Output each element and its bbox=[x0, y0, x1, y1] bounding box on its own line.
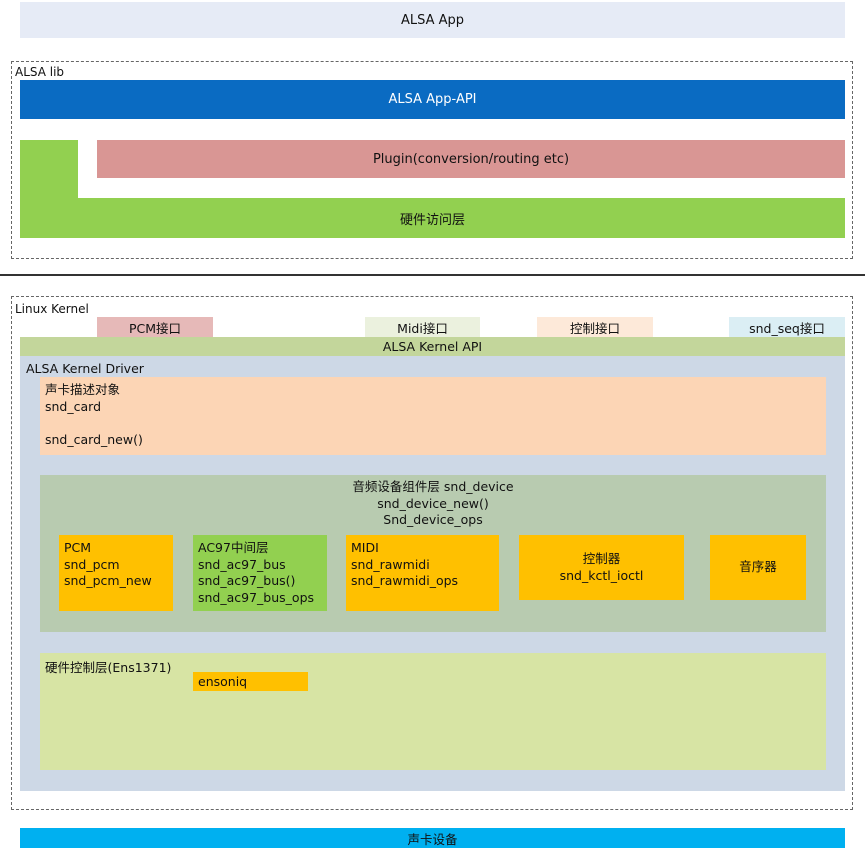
linux-kernel-frame bbox=[11, 296, 853, 810]
plugin-label: Plugin(conversion/routing etc) bbox=[372, 151, 570, 167]
ac97-component: AC97中间层 snd_ac97_bus snd_ac97_bus() snd_… bbox=[193, 535, 327, 611]
control-component: 控制器 snd_kctl_ioctl bbox=[519, 535, 684, 600]
hw-access-layer-left bbox=[20, 140, 78, 200]
midi-component: MIDI snd_rawmidi snd_rawmidi_ops bbox=[346, 535, 499, 611]
sequencer-component: 音序器 bbox=[710, 535, 806, 600]
midi-interface: Midi接口 bbox=[365, 317, 480, 337]
alsa-kernel-api-bar: ALSA Kernel API bbox=[20, 337, 845, 356]
linux-kernel-title: Linux Kernel bbox=[15, 302, 89, 316]
control-interface: 控制接口 bbox=[537, 317, 653, 337]
alsa-lib-frame bbox=[11, 61, 853, 259]
sound-card-device-label: 声卡设备 bbox=[407, 831, 458, 847]
snd-device-title: 音频设备组件层 snd_device snd_device_new() Snd_… bbox=[352, 479, 514, 527]
sound-card-device-bar: 声卡设备 bbox=[20, 828, 845, 848]
alsa-app-box: ALSA App bbox=[20, 2, 845, 38]
alsa-lib-title: ALSA lib bbox=[15, 65, 65, 79]
hw-control-title: 硬件控制层(Ens1371) bbox=[45, 660, 172, 675]
alsa-app-api-label: ALSA App-API bbox=[388, 92, 477, 107]
hw-access-label: 硬件访问层 bbox=[399, 212, 465, 228]
user-kernel-divider bbox=[0, 274, 865, 276]
pcm-component: PCM snd_pcm snd_pcm_new bbox=[59, 535, 173, 611]
alsa-kernel-api-label: ALSA Kernel API bbox=[382, 339, 483, 354]
alsa-app-label: ALSA App bbox=[400, 12, 465, 28]
alsa-app-api-bar: ALSA App-API bbox=[20, 80, 845, 119]
hw-access-layer: 硬件访问层 bbox=[20, 198, 845, 238]
pcm-interface: PCM接口 bbox=[97, 317, 213, 337]
plugin-bar: Plugin(conversion/routing etc) bbox=[97, 140, 845, 178]
snd-seq-interface: snd_seq接口 bbox=[729, 317, 845, 337]
snd-card-box: 声卡描述对象 snd_card snd_card_new() bbox=[40, 377, 826, 455]
ensoniq-box: ensoniq bbox=[193, 672, 308, 691]
hw-control-layer bbox=[40, 653, 826, 770]
alsa-kernel-driver-title: ALSA Kernel Driver bbox=[26, 361, 144, 376]
